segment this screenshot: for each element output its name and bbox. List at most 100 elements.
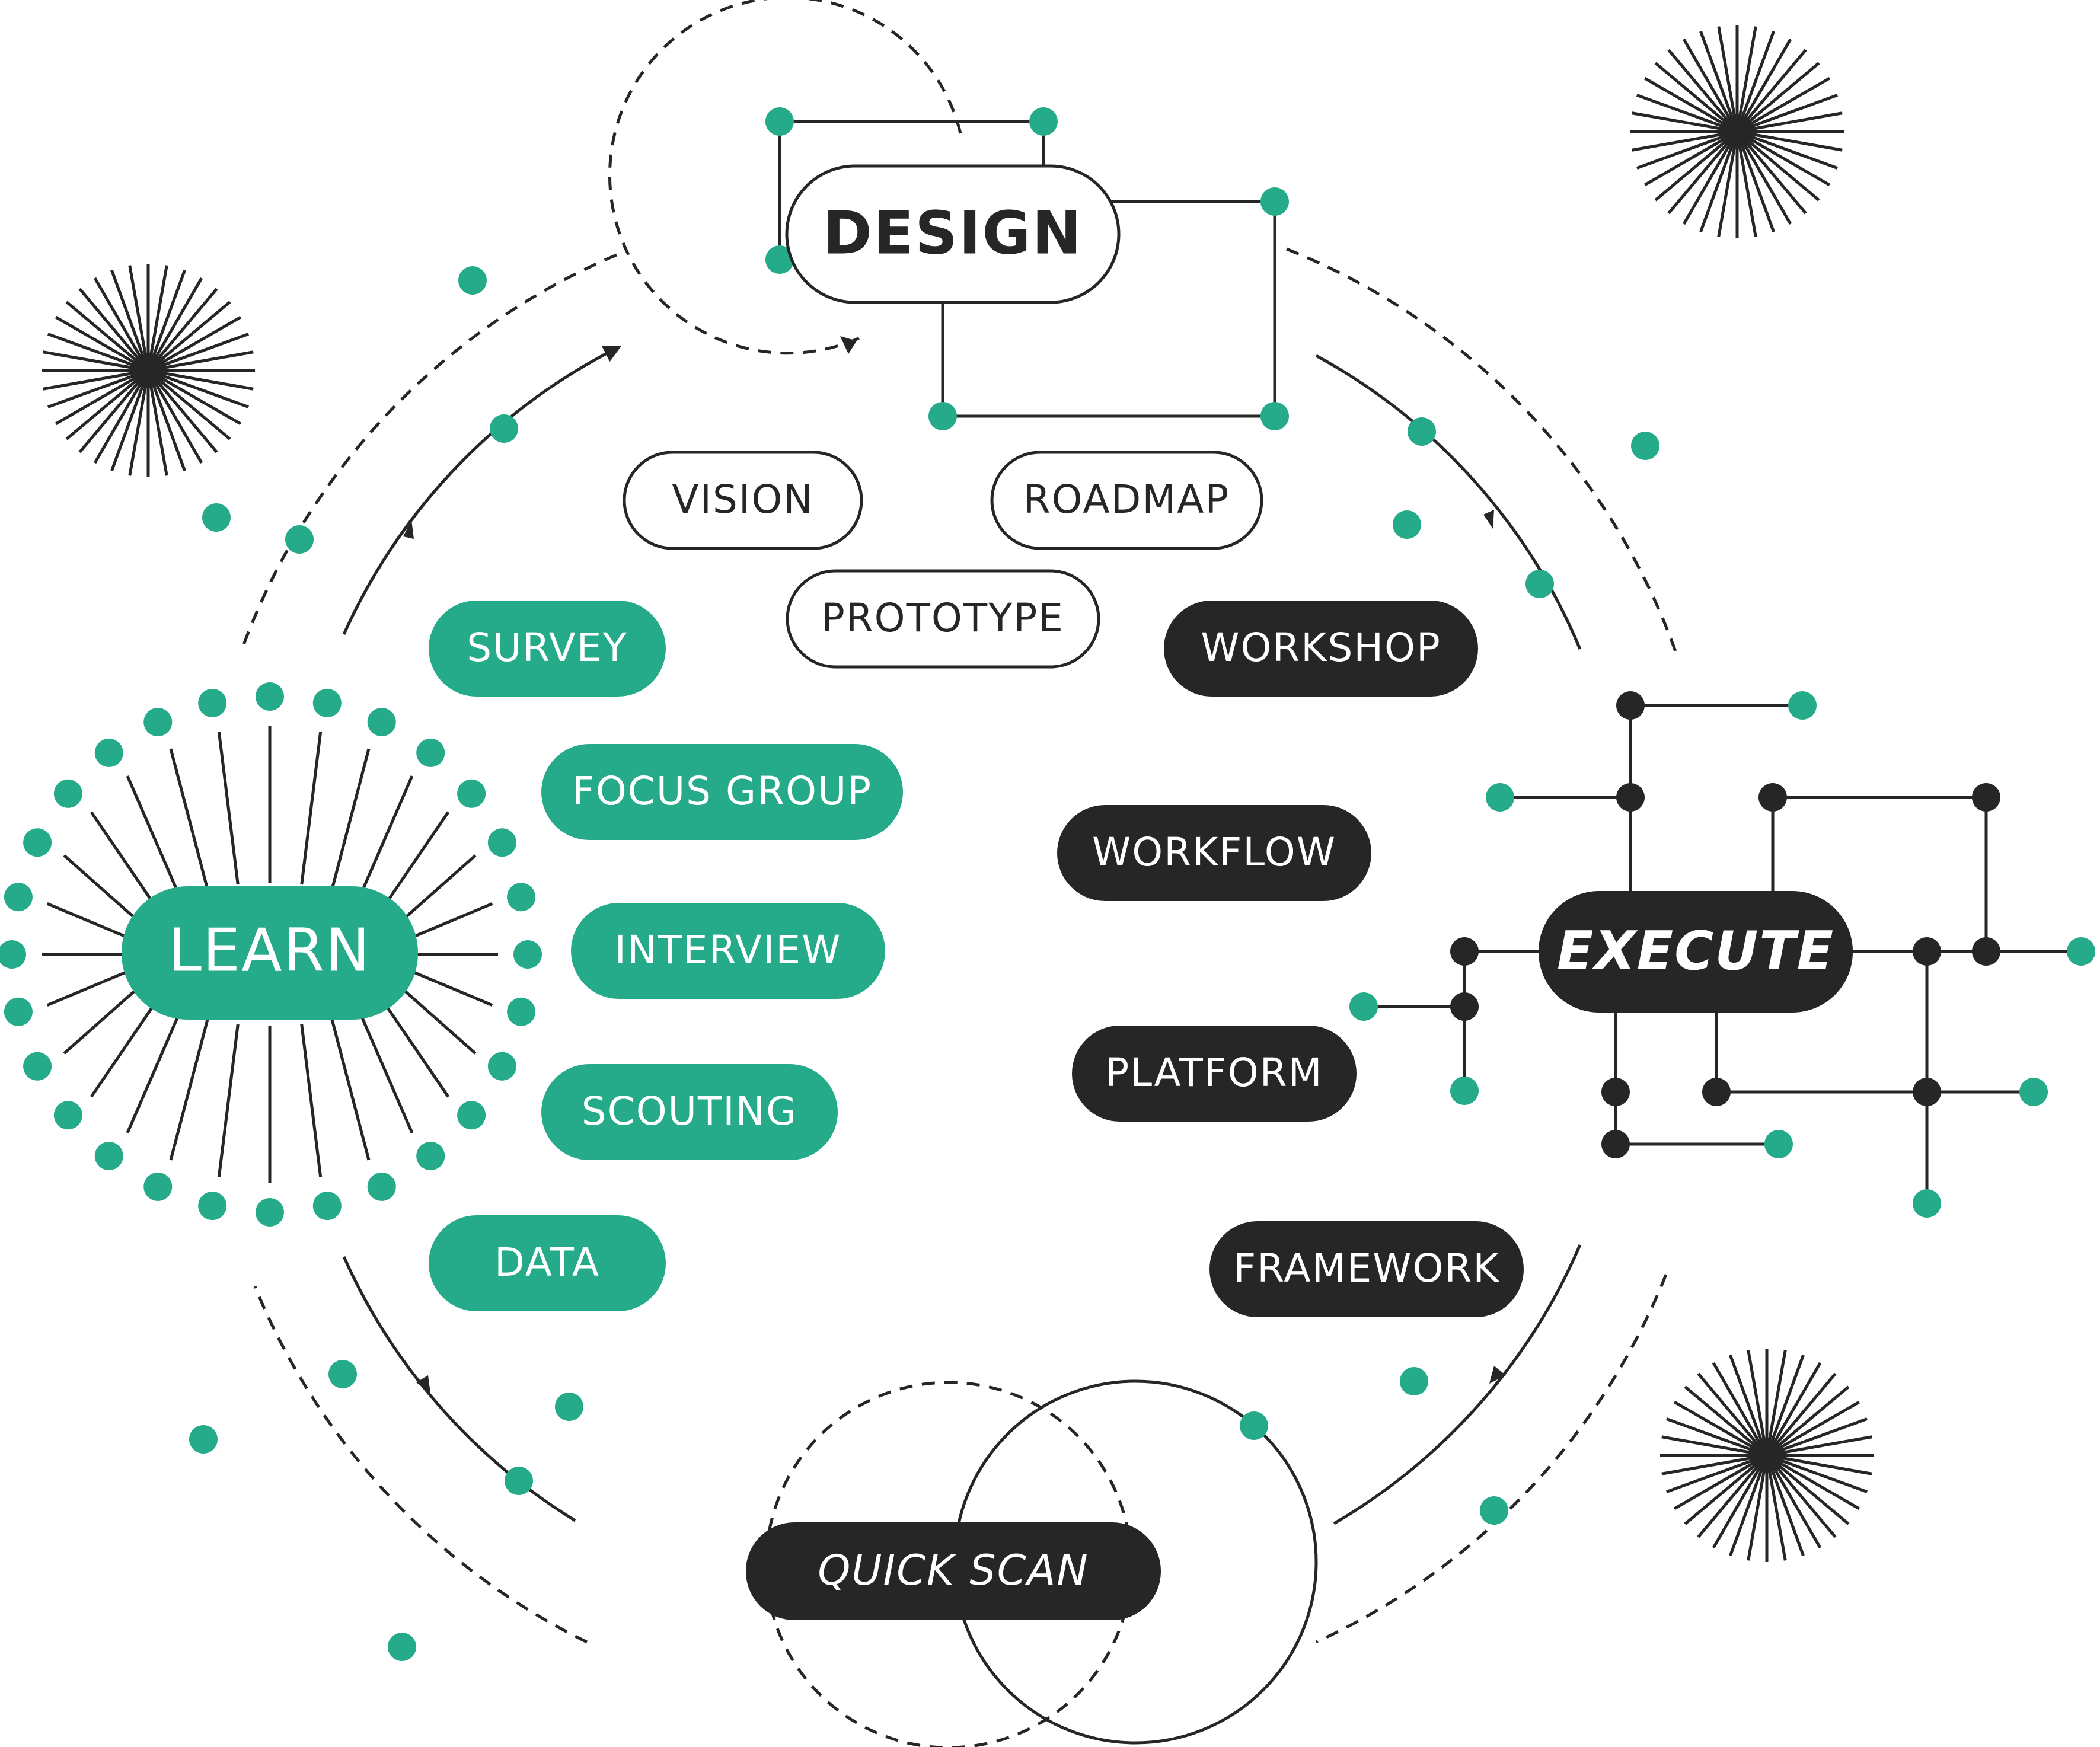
arrowhead-down-left [1489,1366,1506,1384]
svg-text:PROTOTYPE: PROTOTYPE [821,595,1064,641]
learn-ray [169,748,209,890]
svg-text:ROADMAP: ROADMAP [1023,477,1230,522]
learn-ring-dot [487,828,516,857]
learn-ray [90,998,159,1098]
starbursts [42,25,1874,1562]
learn-ring-dot [53,779,82,808]
arrowhead-up-left [403,520,414,539]
learn-ring-dot [513,940,542,969]
learn-ray [217,1024,240,1177]
learn-ray [63,984,142,1055]
learn-ring-dot [416,738,445,767]
learn-ray [217,732,240,885]
learn-ring-dot [507,883,536,912]
design-dashed-circle [608,0,962,355]
learn-ring-dot [198,1192,227,1221]
cycle-arc-scan-to-learn [342,1256,576,1522]
svg-text:SCOUTING: SCOUTING [582,1088,798,1134]
learn-item-focus-group[interactable]: FOCUS GROUP [541,744,903,840]
design-item-vision[interactable]: VISION [623,451,863,550]
learn-ring-dot [94,1142,123,1171]
learn-ray [330,1018,371,1161]
learn-ring-dot [457,1101,486,1130]
svg-text:DATA: DATA [494,1240,600,1285]
hub-learn[interactable]: LEARN [122,886,418,1020]
execute-item-workflow[interactable]: WORKFLOW [1057,805,1371,901]
svg-text:VISION: VISION [672,477,813,522]
execute-item-framework[interactable]: FRAMEWORK [1209,1221,1524,1317]
design-item-prototype[interactable]: PROTOTYPE [786,569,1100,669]
outer-dashed-orbit [241,247,1680,1644]
hub-quick-scan-label: QUICK SCAN [818,1546,1089,1595]
learn-item-data[interactable]: DATA [429,1215,666,1311]
orbit-arc-bottom-left [253,1286,588,1644]
learn-ray [380,811,450,911]
learn-ray [126,1010,182,1133]
learn-ray [169,1018,209,1161]
learn-ring-dot [198,688,227,717]
starburst-icon [42,264,255,477]
design-item-roadmap[interactable]: ROADMAP [990,451,1263,550]
learn-ring-dot [4,997,33,1026]
cycle-arrowheads [403,510,1506,1393]
starburst-icon [1630,25,1844,238]
learn-ring-dot [312,1192,342,1221]
execute-item-workshop[interactable]: WORKSHOP [1164,601,1478,697]
orbit-arc-top-left [241,253,617,647]
scattered-dots [189,266,1659,1661]
learn-ring-dot [256,682,284,711]
learn-ring-dot [507,997,536,1026]
svg-text:FOCUS GROUP: FOCUS GROUP [572,768,872,814]
learn-ring-dot [143,708,173,737]
hub-execute[interactable]: EXECUTE [1539,891,1853,1013]
learn-ray [408,902,493,940]
learn-ray [63,854,142,925]
learn-ray [300,1024,323,1177]
hub-execute-label: EXECUTE [1557,920,1834,982]
svg-text:SURVEY: SURVEY [467,625,628,670]
inner-cycle-arcs [342,346,1582,1525]
hub-quick-scan[interactable]: QUICK SCAN [746,1522,1161,1620]
cycle-arc-execute-to-scan [1333,1244,1582,1525]
learn-ring-dot [367,708,396,737]
learn-ray [358,775,414,899]
learn-ray [126,775,182,899]
learn-ring-dot [416,1142,445,1171]
execute-network-teal-dots [1349,691,2095,1218]
learn-item-interview[interactable]: INTERVIEW [571,903,885,999]
learn-ray [380,998,450,1098]
learn-ring-dot [53,1101,82,1130]
svg-text:WORKSHOP: WORKSHOP [1201,625,1441,670]
learn-dot-ring [0,682,542,1227]
learn-ray [358,1010,414,1133]
learn-ring-dot [94,738,123,767]
design-frame-dots [765,107,1289,430]
arrowhead-down-right [1483,510,1494,529]
learn-ray [397,854,477,925]
svg-text:INTERVIEW: INTERVIEW [615,927,842,973]
execute-item-platform[interactable]: PLATFORM [1072,1026,1357,1122]
learn-item-scouting[interactable]: SCOUTING [541,1064,838,1160]
execute-network-dark-dots [1450,691,2000,1158]
starburst-icon [1660,1349,1874,1562]
learn-ray [46,969,131,1007]
hub-design-label: DESIGN [823,198,1083,267]
learn-ring-dot [4,883,33,912]
hub-learn-label: LEARN [168,915,371,985]
learn-item-survey[interactable]: SURVEY [429,601,666,697]
design-arrowhead [840,336,857,354]
learn-rays [42,726,498,1183]
svg-text:FRAMEWORK: FRAMEWORK [1233,1245,1499,1291]
svg-text:WORKFLOW: WORKFLOW [1092,829,1336,875]
learn-ring-dot [457,779,486,808]
learn-ring-dot [256,1198,284,1227]
arrowhead-up-bottom-left [416,1375,430,1393]
learn-ring-dot [487,1052,516,1081]
learn-ray [397,984,477,1055]
svg-text:PLATFORM: PLATFORM [1105,1050,1323,1096]
learn-ring-dot [23,828,52,857]
hub-design[interactable]: DESIGN [785,164,1121,304]
learn-ray [300,732,323,885]
